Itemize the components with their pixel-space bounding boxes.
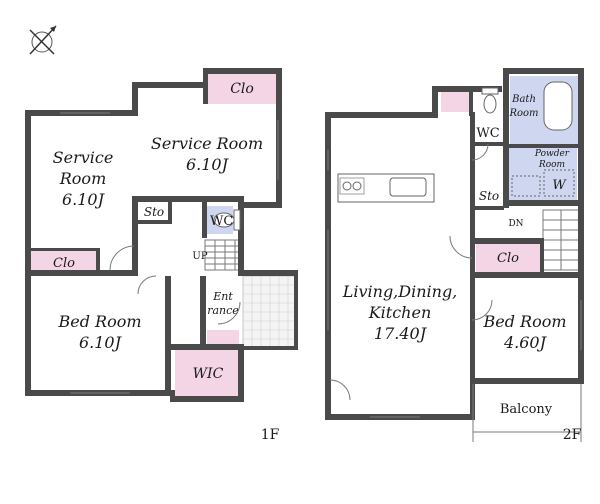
stairs-1f (204, 239, 242, 271)
bath-line1: Bath (511, 94, 536, 105)
powder-room-fill (507, 147, 577, 200)
walls-1f (25, 68, 298, 402)
sto-1f-label: Sto (144, 205, 164, 219)
service-room-left-area: 6.10J (62, 190, 106, 209)
floor-2-plan: Living,Dining, Kitchen 17.40J WC Bath Ro… (325, 68, 584, 443)
ldk-area: 17.40J (374, 324, 428, 343)
service-room-top-line1: Service Room (151, 134, 263, 153)
clo-2f-label: Clo (497, 251, 519, 266)
doors-windows-2f (327, 143, 582, 418)
powder-line1: Powder (534, 149, 570, 159)
clo-top-fill (207, 74, 276, 104)
wic-label: WIC (193, 366, 224, 382)
closet-small-fill (441, 92, 469, 112)
clo-left-fill (31, 251, 96, 273)
clo-top-label: Clo (230, 81, 254, 97)
entrance-line1: Ent (212, 290, 233, 303)
bathtub-icon (543, 81, 573, 131)
service-room-left-line1: Service (53, 148, 114, 167)
ldk-line2: Kitchen (368, 303, 432, 322)
clo-2f-fill (476, 244, 540, 272)
ldk-line1: Living,Dining, (342, 282, 458, 301)
doors-windows-1f (60, 112, 279, 394)
powder-line2: Room (538, 160, 565, 170)
dn-label: DN (508, 219, 523, 229)
entrance-line2: rance (207, 304, 239, 317)
wc-1f-label: WC (210, 214, 233, 229)
toilet-2f-icon (481, 87, 499, 114)
washstand-icon (511, 169, 575, 197)
entrance-step-fill (207, 330, 239, 346)
entrance-tile (242, 275, 298, 349)
washer-label: W (552, 178, 567, 193)
bath-line2: Room (508, 108, 538, 119)
balcony-rail (472, 384, 582, 442)
up-label: UP (192, 251, 207, 262)
bed-room-2f-line1: Bed Room (482, 312, 566, 331)
wc-2f-label: WC (476, 126, 499, 141)
compass-icon (29, 25, 57, 55)
kitchen-counter (337, 173, 435, 203)
bed-room-1f-line1: Bed Room (57, 312, 141, 331)
bed-room-2f-area: 4.60J (503, 333, 548, 352)
wic-fill (175, 349, 241, 397)
bed-room-1f-area: 6.10J (79, 333, 123, 352)
toilet-icon (213, 209, 241, 231)
floor-label-2f: 2F (563, 427, 582, 443)
service-room-left-line2: Room (59, 169, 106, 188)
service-room-top-area: 6.10J (186, 155, 230, 174)
stairs-2f (542, 209, 580, 271)
clo-left-label: Clo (53, 256, 75, 271)
balcony-label: Balcony (500, 402, 553, 417)
floor-1-plan: Service Room 6.10J Service Room 6.10J Cl… (25, 68, 298, 443)
sto-2f-label: Sto (479, 189, 499, 203)
floor-label-1f: 1F (261, 427, 280, 443)
